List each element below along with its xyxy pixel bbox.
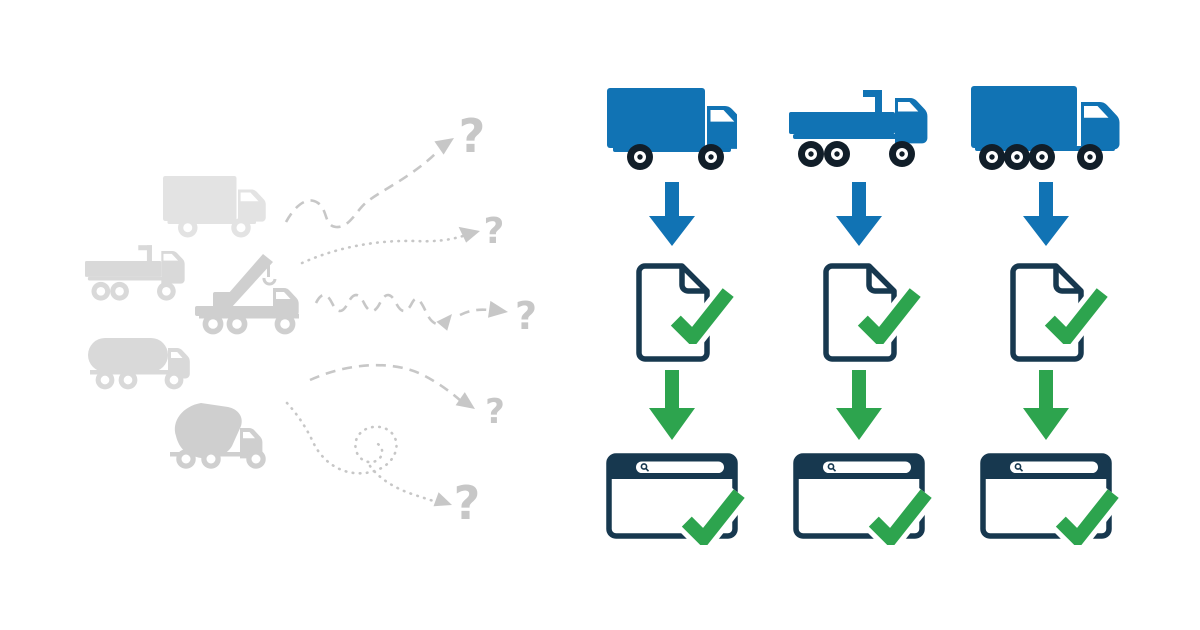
- checkmark-icon: [1054, 487, 1120, 545]
- dashed-wavy-path: [284, 151, 438, 229]
- dotted-curve-path: [300, 234, 465, 265]
- arrow-down-green-icon: [649, 370, 695, 440]
- arrow-down-green-icon: [1023, 370, 1069, 440]
- uncertain-paths: [284, 151, 490, 504]
- process-flow: [597, 80, 1121, 539]
- process-column-3: [971, 80, 1121, 539]
- browser-check-icon: [606, 453, 738, 539]
- checkmark-icon: [680, 487, 746, 545]
- question-mark: ?: [454, 476, 481, 530]
- checkmark-icon: [1043, 286, 1109, 344]
- document-check-icon: [820, 262, 898, 362]
- arrow-down-blue-icon: [1023, 182, 1069, 246]
- checkmark-icon: [867, 487, 933, 545]
- box-truck-silhouette-icon: [163, 176, 266, 238]
- question-mark: ?: [515, 294, 537, 338]
- crane-truck-silhouette-icon: [195, 254, 299, 335]
- browser-check-icon: [980, 453, 1112, 539]
- left-uncertainty-illustration: ? ? ? ? ?: [85, 109, 537, 530]
- dump-truck-icon: [789, 90, 928, 167]
- question-mark: ?: [485, 392, 505, 432]
- arrowhead-icon: [434, 138, 454, 155]
- document-check-icon: [1007, 262, 1085, 362]
- process-column-2: [784, 80, 934, 539]
- question-mark: ?: [459, 109, 486, 163]
- arrowhead-icon: [488, 300, 508, 318]
- process-column-1: [597, 80, 747, 539]
- arrow-down-blue-icon: [649, 182, 695, 246]
- dashed-link-path: [459, 308, 490, 317]
- arrowhead-icon: [433, 492, 452, 507]
- mixer-truck-silhouette-icon: [170, 403, 266, 469]
- arrowhead-icon: [458, 226, 480, 243]
- arrow-down-green-icon: [836, 370, 882, 440]
- checkmark-icon: [856, 286, 922, 344]
- dashed-sine-path: [314, 293, 444, 326]
- dashed-curve-path: [309, 363, 463, 403]
- question-mark: ?: [484, 211, 505, 252]
- flatbed-truck-silhouette-icon: [85, 245, 185, 301]
- document-check-icon: [633, 262, 711, 362]
- cargo-truck-icon: [971, 86, 1120, 170]
- arrowhead-icon: [436, 314, 452, 331]
- arrowhead-icon: [455, 392, 475, 409]
- path-arrowheads: [433, 138, 508, 507]
- dotted-spiral-path: [285, 401, 440, 504]
- tanker-truck-silhouette-icon: [88, 338, 190, 390]
- browser-check-icon: [793, 453, 925, 539]
- checkmark-icon: [669, 286, 735, 344]
- box-truck-icon: [607, 88, 737, 170]
- arrow-down-blue-icon: [836, 182, 882, 246]
